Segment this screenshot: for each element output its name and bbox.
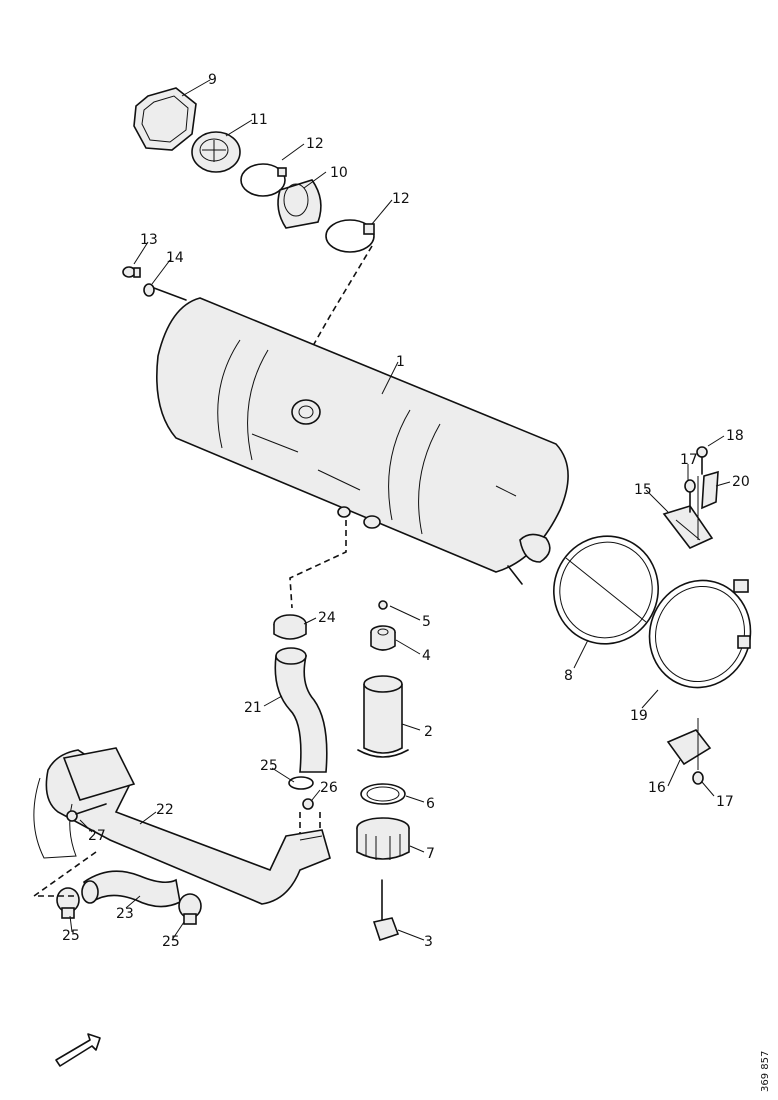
label-part-3: 3 — [424, 934, 433, 950]
label-part-24: 24 — [318, 610, 336, 626]
seal-ring-6 — [360, 783, 406, 805]
label-part-18: 18 — [726, 428, 744, 444]
bracket-16 — [666, 718, 712, 770]
label-part-25-center: 25 — [260, 758, 278, 774]
band-19 — [648, 579, 752, 689]
clamp-25-center — [288, 776, 314, 790]
label-part-1: 1 — [396, 354, 405, 370]
label-part-6: 6 — [426, 796, 435, 812]
bracket-15 — [662, 505, 714, 549]
hose-10 — [277, 179, 322, 229]
clamp-25-left — [56, 887, 80, 919]
label-part-25-right: 25 — [162, 934, 180, 950]
bolt-17-upper — [684, 479, 696, 513]
label-part-9: 9 — [208, 72, 217, 88]
tank-1 — [156, 297, 569, 585]
bolt-27 — [66, 803, 107, 822]
clamp-12-upper — [240, 163, 287, 197]
direction-arrow-icon — [55, 1033, 101, 1067]
band-8 — [553, 535, 659, 645]
label-part-25-left: 25 — [62, 928, 80, 944]
label-part-12-lower: 12 — [392, 191, 410, 207]
label-part-17-lower: 17 — [716, 794, 734, 810]
pipe-22 — [33, 747, 331, 905]
clamp-24 — [273, 614, 307, 640]
plug-13 — [122, 266, 141, 278]
label-part-10: 10 — [330, 165, 348, 181]
bolt-17-lower — [692, 771, 704, 785]
label-part-11: 11 — [250, 112, 268, 128]
strainer-11 — [191, 131, 241, 173]
label-part-21: 21 — [244, 700, 262, 716]
label-part-27: 27 — [88, 828, 106, 844]
probe-3 — [372, 879, 400, 942]
bushing-4 — [370, 625, 396, 651]
label-part-22: 22 — [156, 802, 174, 818]
part-labels: 9 11 12 10 12 13 14 1 18 17 20 15 24 5 4… — [62, 72, 750, 950]
leader-lines — [69, 79, 731, 941]
pipe-21 — [274, 647, 328, 773]
label-part-4: 4 — [422, 648, 431, 664]
bracket-20 — [697, 470, 719, 540]
label-part-16: 16 — [648, 780, 666, 796]
assembly-line-tailpipe — [31, 851, 97, 897]
label-part-26: 26 — [320, 780, 338, 796]
bolt-18 — [696, 446, 708, 475]
nipple-14 — [143, 283, 187, 301]
tube-2 — [357, 675, 409, 758]
label-part-14: 14 — [166, 250, 184, 266]
label-part-20: 20 — [732, 474, 750, 490]
label-part-8: 8 — [564, 668, 573, 684]
label-part-23: 23 — [116, 906, 134, 922]
label-part-19: 19 — [630, 708, 648, 724]
nut-7 — [356, 817, 410, 860]
label-part-2: 2 — [424, 724, 433, 740]
label-part-17-upper: 17 — [680, 452, 698, 468]
clamp-12-lower — [325, 219, 375, 253]
assembly-line-outlet — [289, 520, 347, 609]
drawing-number: 369 857 — [760, 1051, 771, 1092]
nut-5 — [378, 600, 388, 610]
label-part-15: 15 — [634, 482, 652, 498]
filler-cap-9 — [133, 87, 197, 151]
label-part-7: 7 — [426, 846, 435, 862]
label-part-13: 13 — [140, 232, 158, 248]
clamp-25-right — [178, 893, 202, 925]
pipe-23 — [81, 870, 181, 908]
label-part-5: 5 — [422, 614, 431, 630]
label-part-12-upper: 12 — [306, 136, 324, 152]
